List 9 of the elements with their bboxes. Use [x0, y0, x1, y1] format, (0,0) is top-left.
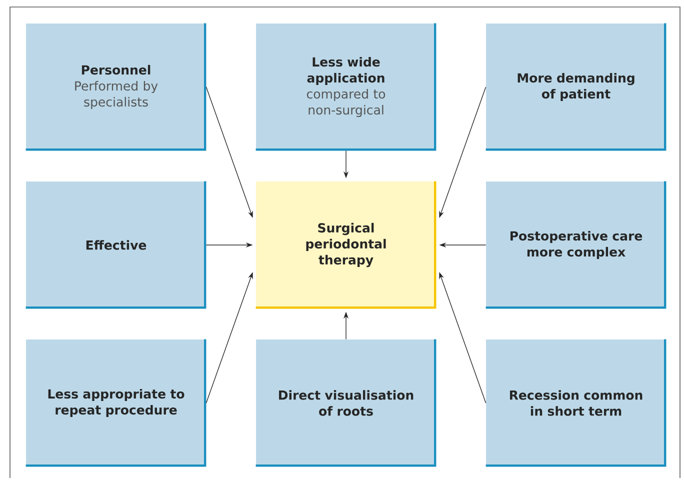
text-box: Direct visualisation of roots: [256, 339, 436, 467]
text-box: Effective: [26, 181, 206, 309]
text-box: More demanding of patient: [486, 23, 666, 151]
text-box: Less appropriate to repeat procedure: [26, 339, 206, 467]
central-box: Surgical periodontal therapy: [256, 181, 436, 309]
text-box: Postoperative care more complex: [486, 181, 666, 309]
text-box: Less wide application compared to non-surgical: [256, 23, 436, 151]
text-box: Recession common in short term: [486, 339, 666, 467]
text-box: Personnel Performed by specialists: [26, 23, 206, 151]
